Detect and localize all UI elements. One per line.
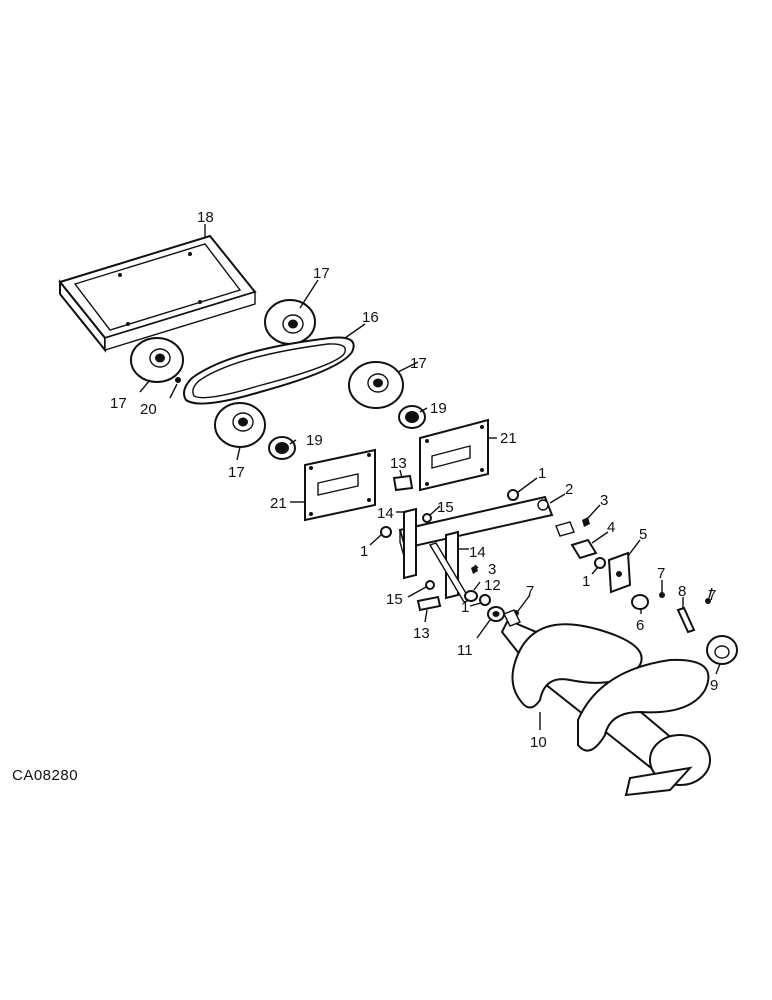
callout-labels: 18 17 16 17 20 17 19 19 17 21 21 13 1 2 … (110, 209, 718, 751)
part-6-bushing (631, 594, 649, 610)
callout-13: 13 (390, 455, 407, 472)
callout-7: 7 (526, 583, 534, 600)
part-14-bracket-left (403, 507, 417, 580)
callout-3: 3 (600, 492, 608, 509)
callout-14: 14 (469, 544, 486, 561)
callout-5: 5 (639, 526, 647, 543)
part-4-stub (555, 521, 575, 537)
part-19-hub-lower (268, 436, 296, 460)
callout-4: 4 (607, 519, 615, 536)
part-1-bushing-right (594, 557, 606, 569)
callout-19: 19 (430, 400, 447, 417)
part-4-sleeve (570, 538, 598, 560)
part-15-bolt-lower (425, 580, 435, 590)
callout-15: 15 (386, 591, 403, 608)
part-20-pin (175, 377, 181, 383)
part-7-pin-b (659, 592, 665, 598)
part-17-sheave-left (130, 337, 184, 383)
callout-1: 1 (538, 465, 546, 482)
part-15-bolt-upper (422, 513, 432, 523)
part-18-housing (58, 234, 257, 353)
part-17-sheave-right (348, 361, 404, 409)
part-9-sprocket (706, 635, 738, 665)
callout-14: 14 (377, 505, 394, 522)
part-10-auger (500, 609, 711, 797)
part-17-sheave-top (264, 299, 316, 345)
callout-21: 21 (500, 430, 517, 447)
callout-8: 8 (678, 583, 686, 600)
drawing-code: CA08280 (12, 767, 78, 784)
part-19-hub-upper (398, 405, 426, 429)
part-17-sheave-bottom (214, 402, 266, 448)
callout-12: 12 (484, 577, 501, 594)
callout-7: 7 (657, 565, 665, 582)
callout-17: 17 (110, 395, 127, 412)
leader-lines (139, 224, 721, 730)
part-12-washer (464, 590, 478, 602)
callout-17: 17 (228, 464, 245, 481)
callout-17: 17 (313, 265, 330, 282)
callout-19: 19 (306, 432, 323, 449)
callout-13: 13 (413, 625, 430, 642)
part-3-key-lower (471, 565, 478, 574)
part-13-clip-lower (416, 595, 442, 612)
callout-17: 17 (410, 355, 427, 372)
callout-16: 16 (362, 309, 379, 326)
callout-1: 1 (360, 543, 368, 560)
callout-7: 7 (708, 587, 716, 604)
callout-10: 10 (530, 734, 547, 751)
part-1-bushing-mid (479, 594, 491, 606)
callout-2: 2 (565, 481, 573, 498)
part-16-belt (183, 336, 355, 405)
callout-18: 18 (197, 209, 214, 226)
part-8-shaft (676, 606, 696, 634)
part-11-bearing (487, 606, 505, 622)
callout-9: 9 (710, 677, 718, 694)
callout-1: 1 (461, 599, 469, 616)
callout-11: 11 (457, 642, 473, 659)
callout-1: 1 (582, 573, 590, 590)
callout-20: 20 (140, 401, 157, 418)
part-13-clip-upper (392, 474, 414, 492)
part-21-plate-left (304, 448, 376, 522)
callout-21: 21 (270, 495, 287, 512)
part-1-bushing-left (380, 526, 392, 538)
part-1-bushing-top (507, 489, 519, 501)
part-3-key-upper (582, 517, 590, 527)
part-7-pin-c (705, 598, 711, 604)
callout-6: 6 (636, 617, 644, 634)
callout-3: 3 (488, 561, 496, 578)
part-21-plate-right (419, 418, 489, 492)
callout-15: 15 (437, 499, 454, 516)
